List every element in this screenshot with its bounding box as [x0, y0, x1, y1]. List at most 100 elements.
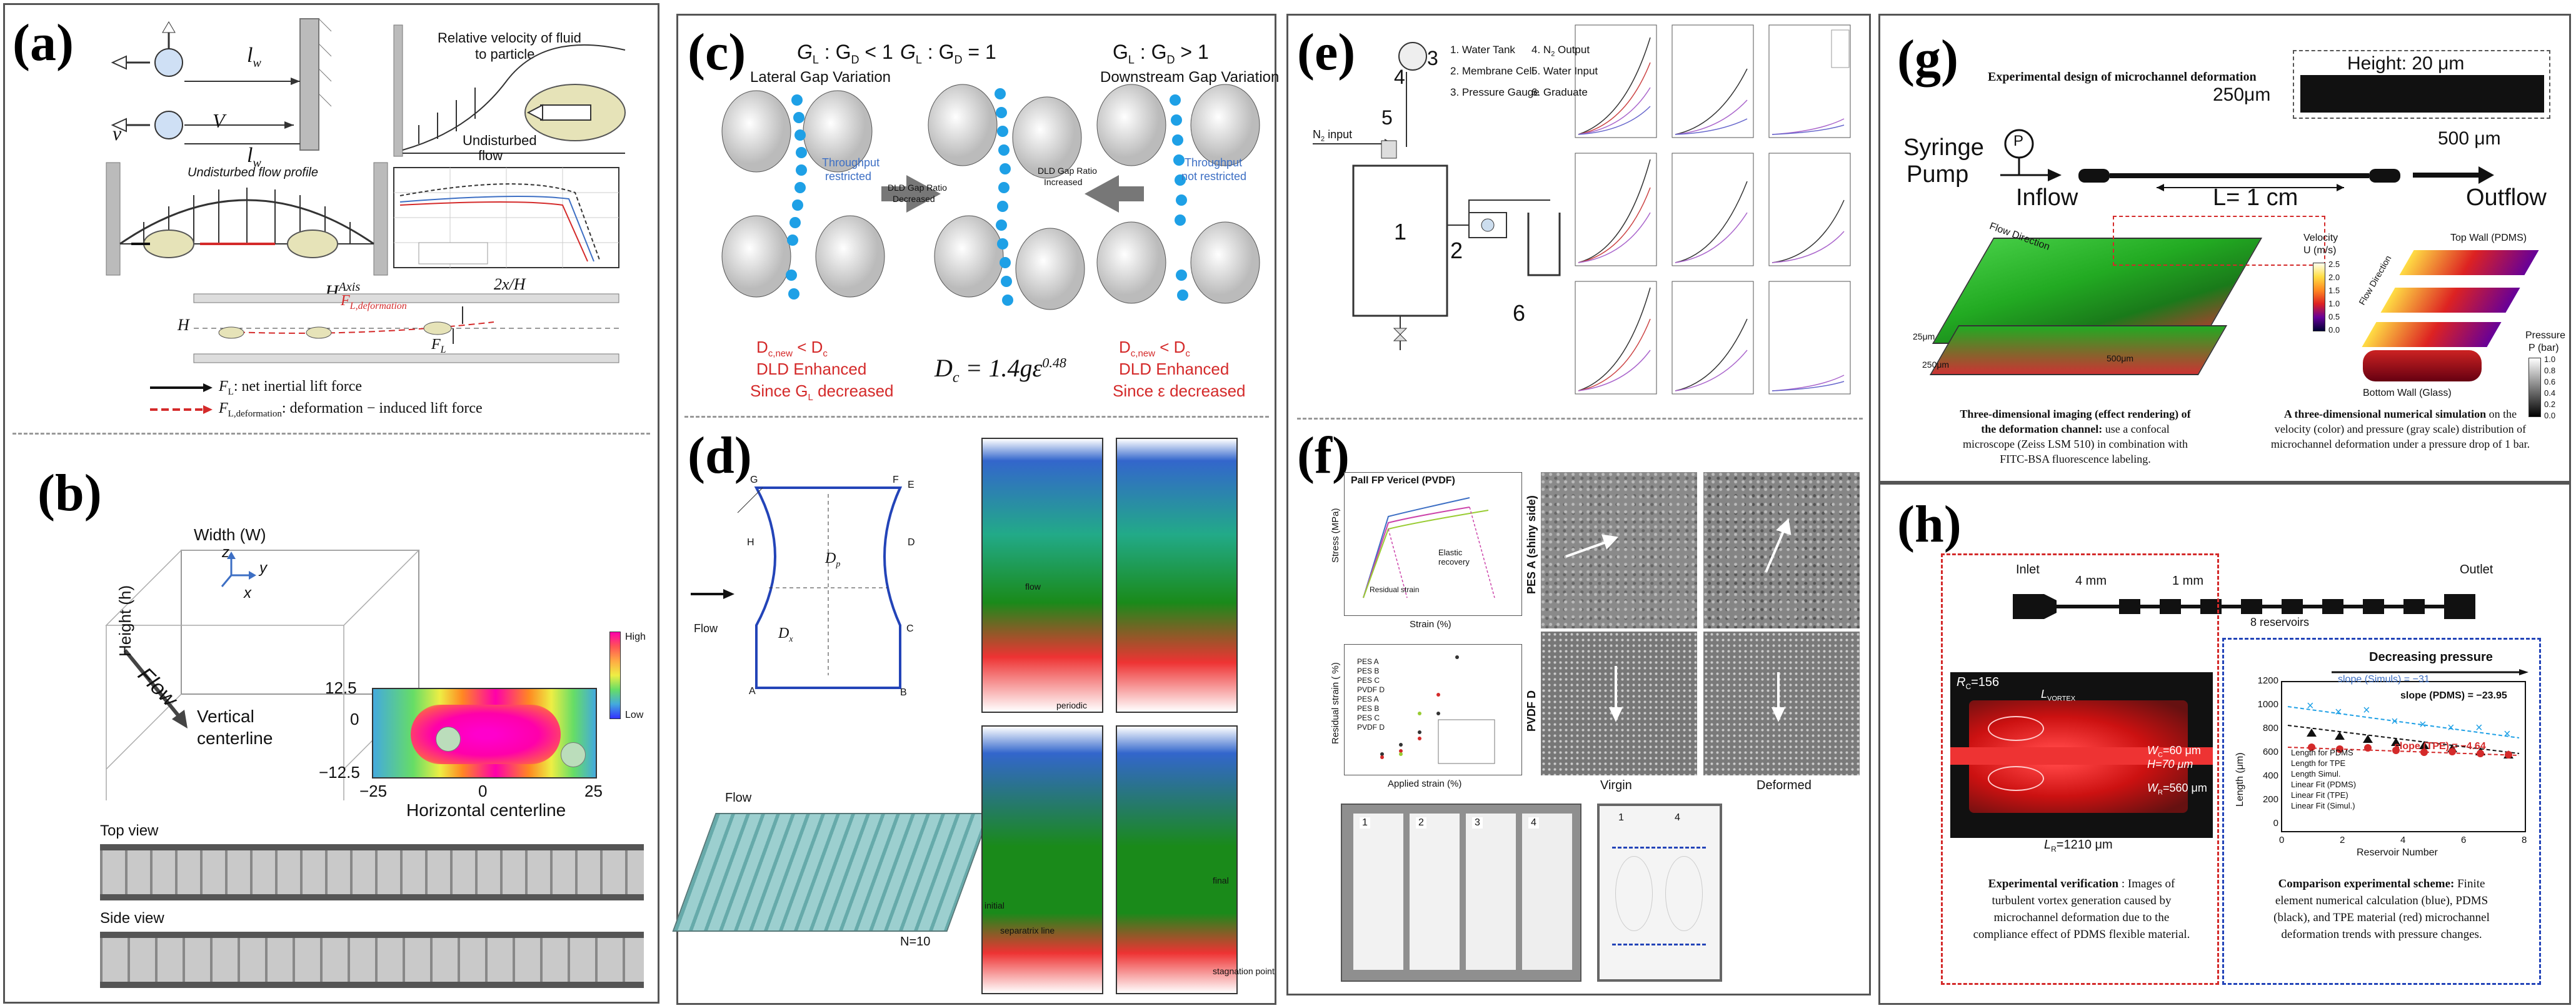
panel-b-label: (b)	[38, 464, 102, 522]
panel-f-stress-y: Stress (MPa)	[1330, 508, 1341, 563]
panel-c-left-title: Lateral Gap Variation	[750, 69, 891, 86]
panel-b-cb-low: Low	[625, 710, 644, 720]
panel-g-render-right-3	[2362, 322, 2502, 347]
panel-f-label: (f)	[1297, 426, 1350, 485]
panel-g-500: 500 μm	[2438, 128, 2501, 149]
panel-f-deformed: Deformed	[1757, 779, 1812, 792]
panel-c-mid-ratio: GL : GD = 1	[900, 41, 996, 66]
panel-e-n2-input: N2 input	[1313, 128, 1353, 143]
panel-a-fl: FL	[431, 336, 446, 355]
panel-h-reservoir-schematic	[2013, 594, 2475, 619]
panel-g-length: L= 1 cm	[2213, 184, 2298, 211]
panel-g-bottom-wall: Bottom Wall (Glass)	[2363, 388, 2452, 398]
panel-a-h-mark: H	[178, 316, 189, 334]
panel-c-arrow-left: DLD Gap Ratio	[888, 183, 947, 193]
panel-d-dp: Dp	[825, 550, 841, 569]
panel-g-channel-box	[2293, 50, 2550, 119]
panel-e-num-2: 2	[1450, 238, 1463, 263]
panel-f-residual-y: Residual strain ( %)	[1330, 662, 1341, 744]
panel-c-restricted: restricted	[825, 170, 872, 183]
panel-f-sem-1	[1541, 472, 1697, 628]
panel-b-horizontal: Horizontal centerline	[406, 800, 566, 820]
panel-a-lw2: lw	[247, 144, 261, 170]
panel-a-undisturbed: Undisturbed	[463, 133, 537, 148]
panel-e-label: (e)	[1297, 23, 1356, 81]
panel-g-caption-right: A three-dimensional numerical simulation…	[2270, 408, 2530, 450]
panel-a-flow: flow	[478, 148, 503, 163]
panel-f-sem-3	[1541, 632, 1697, 775]
panel-c-right-res3: Since ε decreased	[1113, 381, 1246, 400]
panel-c-right-title: Downstream Gap Variation	[1100, 69, 1280, 86]
panel-a-relvel: Relative velocity of fluid	[438, 30, 581, 46]
panel-d-label: (d)	[688, 426, 752, 485]
panel-h-y-label: Length (μm)	[2235, 752, 2245, 807]
panel-f-residual-chart: PES A PES B PES C PVDF D PES A PES B PES…	[1344, 644, 1522, 775]
panel-d-n: N=10	[900, 935, 931, 949]
panel-e-num-1: 1	[1394, 219, 1407, 244]
panel-d-sim-final: final	[1213, 875, 1229, 885]
panel-h-x-label: Reservoir Number	[2357, 847, 2438, 858]
svg-text:×: ×	[2335, 705, 2342, 719]
panel-f-virgin: Virgin	[1600, 779, 1632, 792]
panel-b-ytick-0: 12.5	[325, 678, 357, 697]
panel-e-apparatus	[1313, 42, 1561, 350]
panel-h-slope-pdms: slope (PDMS) = −23.95	[2400, 690, 2507, 701]
panel-d-sim-3	[981, 725, 1103, 994]
panel-h-wc: WC=60 μm	[2147, 744, 2201, 759]
panel-g-caption-left: Three-dimensional imaging (effect render…	[1960, 408, 2191, 465]
panel-a-V: V	[213, 109, 225, 132]
panel-d-dx: Dx	[778, 625, 793, 644]
panel-d-sim-initial: initial	[985, 900, 1005, 910]
panel-b-ytick-1: 0	[350, 710, 359, 728]
panel-g-velocity-colorbar	[2313, 263, 2325, 331]
panel-g-velocity-unit: U (m/s)	[2303, 245, 2337, 256]
panel-d-sim-flow: flow	[1025, 582, 1041, 592]
divider-ef	[1297, 418, 1863, 420]
panel-h-inlet: Inlet	[2016, 563, 2040, 577]
svg-text:×: ×	[2475, 721, 2483, 735]
panel-c-right-res2: DLD Enhanced	[1119, 360, 1230, 378]
svg-text:H: H	[747, 537, 754, 548]
panel-h-rc: RC=156	[1957, 675, 2000, 691]
panel-g-velocity: Velocity	[2303, 233, 2338, 243]
panel-g-p-ticks: 1.0 0.8 0.6 0.4 0.2 0.0	[2544, 355, 2556, 420]
panel-d-sim-periodic: periodic	[1056, 700, 1088, 710]
svg-text:A: A	[749, 686, 756, 697]
panel-a-particle-diagram	[111, 18, 332, 151]
panel-h-lvortex: LVORTEX	[2041, 688, 2076, 703]
panel-h-slope-simuls: slope (Simuls) = −31	[2338, 674, 2430, 685]
panel-g-render-right-base	[2363, 350, 2482, 381]
panel-e-legend: 1. Water Tank 2. Membrane Cell 3. Pressu…	[1450, 44, 1598, 98]
panel-a-toparticle: to particle	[475, 46, 535, 62]
panel-f-sem-arrows	[1565, 518, 1792, 722]
panel-g-magnify-box	[2113, 216, 2325, 266]
panel-h-legend: Length for PDMS Length for TPE Length Si…	[2291, 748, 2357, 810]
panel-h-caption-right: Comparison experimental scheme: Finite e…	[2273, 877, 2490, 941]
panel-b-ytick-2: −12.5	[319, 763, 360, 782]
panel-d-sim-separatrix: separatrix line	[1000, 925, 1055, 935]
panel-c-not-restricted: not restricted	[1181, 170, 1247, 183]
panel-h-chart: ××××××××	[2281, 669, 2528, 832]
panel-c-arrow-right: DLD Gap Ratio	[1038, 166, 1097, 176]
panel-f-sem-2	[1703, 472, 1860, 628]
panel-a-fl-def: FL,deformation	[341, 293, 407, 311]
panel-g-pressure-colorbar	[2528, 358, 2541, 417]
panel-b-xtick-0: −25	[359, 782, 388, 800]
svg-text:×: ×	[2363, 703, 2370, 717]
panel-d-flow2: Flow	[725, 791, 752, 805]
panel-g-render-right-2	[2380, 288, 2520, 313]
panel-d-pillar-array	[672, 813, 991, 932]
panel-h-decreasing: Decreasing pressure	[2369, 650, 2493, 664]
panel-g-p: P	[2013, 133, 2024, 149]
panel-d-sim-1	[981, 438, 1103, 713]
panel-h-x-ticks: 0 2 4 6 8	[2279, 835, 2527, 845]
panel-h-vortex-image	[1950, 672, 2213, 838]
panel-b-x: x	[244, 585, 251, 602]
panel-f-stress-chart: Pall FP Vericel (PVDF) Elastic recovery …	[1344, 472, 1522, 616]
panel-b-top-view: Top view	[100, 822, 159, 839]
panel-h-lr: LR=1210 μm	[2044, 838, 2113, 854]
panel-b-height: Height (h)	[116, 585, 134, 657]
panel-e-num-4: 4	[1394, 66, 1405, 88]
svg-text:B: B	[900, 687, 907, 698]
panel-b-centerline: centerline	[197, 728, 273, 748]
